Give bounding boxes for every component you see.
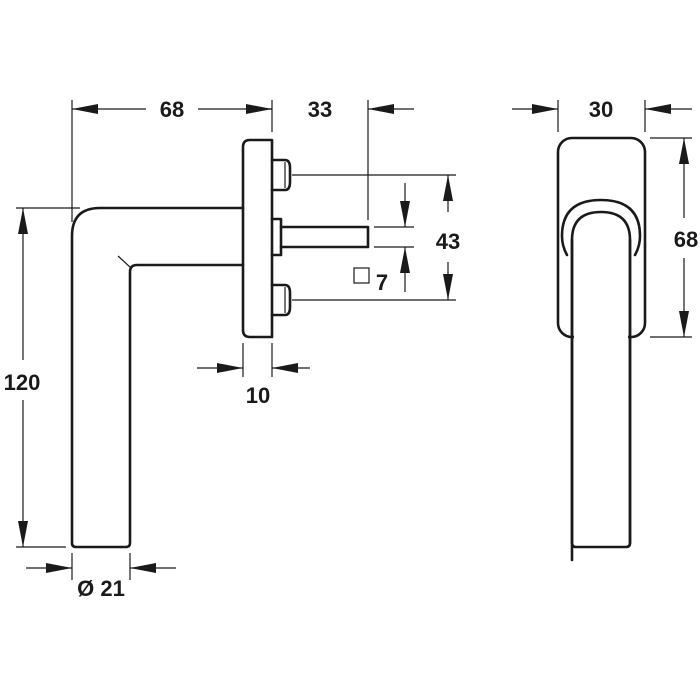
dim-fixing-centres: 43 bbox=[292, 174, 460, 301]
front-handle-shank bbox=[570, 210, 632, 562]
dim-spindle-length-label: 33 bbox=[308, 97, 332, 122]
dim-rose-height: 68 bbox=[650, 137, 698, 338]
dim-rose-height-label: 68 bbox=[674, 227, 698, 252]
dim-handle-length-label: 120 bbox=[4, 370, 41, 395]
top-screw bbox=[270, 158, 292, 192]
bend-tick-line bbox=[117, 255, 132, 269]
side-view: 68 33 43 □ bbox=[4, 97, 461, 601]
dim-handle-length: 120 bbox=[4, 207, 80, 548]
spindle-boss bbox=[270, 217, 283, 257]
front-view: 30 68 bbox=[512, 97, 698, 562]
dim-spindle-square: □ 7 bbox=[353, 183, 414, 295]
dim-rose-width: 30 bbox=[512, 97, 692, 132]
spindle bbox=[279, 225, 370, 249]
front-collar bbox=[560, 198, 642, 257]
dim-grip-diameter: Ø 21 bbox=[26, 553, 176, 601]
dim-spindle-square-label: 7 bbox=[376, 270, 388, 295]
dim-rose-thickness-label: 10 bbox=[246, 383, 270, 408]
dim-handle-projection-label: 68 bbox=[160, 97, 184, 122]
dim-grip-diameter-label: Ø 21 bbox=[77, 576, 125, 601]
dim-handle-projection: 68 bbox=[71, 97, 273, 222]
dim-rose-width-label: 30 bbox=[589, 97, 613, 122]
square-symbol-icon bbox=[353, 267, 370, 284]
bottom-screw bbox=[270, 283, 292, 317]
dim-rose-thickness: 10 bbox=[197, 343, 310, 408]
handle-lever-outline bbox=[70, 206, 245, 549]
dim-fixing-centres-label: 43 bbox=[436, 229, 460, 254]
rose-plate bbox=[241, 138, 274, 339]
dim-spindle-length: 33 bbox=[248, 97, 414, 220]
